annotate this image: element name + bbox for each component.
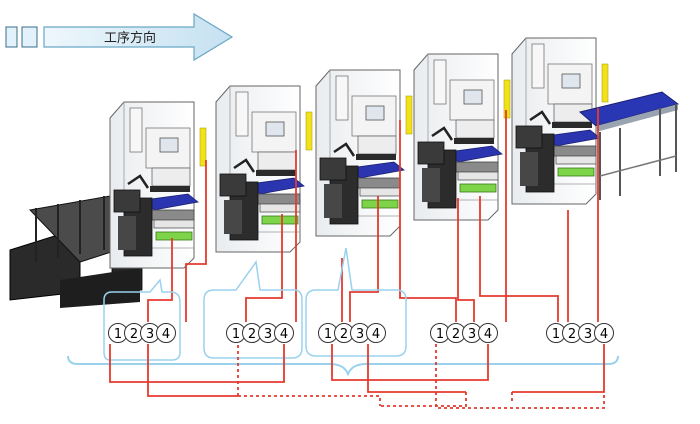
port-circle	[366, 323, 386, 343]
port-label: 2	[452, 327, 460, 342]
port-label: 3	[584, 327, 592, 342]
port-circle	[594, 323, 614, 343]
port-label: 3	[146, 327, 154, 342]
link-bubbles	[103, 247, 407, 361]
port-label: 4	[484, 327, 492, 342]
arrow-right-icon	[43, 12, 234, 62]
press-station-3	[314, 68, 414, 238]
legend-icons	[5, 26, 38, 48]
legend-box-icon	[21, 26, 38, 48]
port-circle	[156, 323, 176, 343]
port-group-4: 1 2 3 4	[430, 323, 498, 343]
press-station-4	[412, 52, 512, 222]
port-group-5: 1 2 3 4	[546, 323, 614, 343]
port-circle	[478, 323, 498, 343]
port-label: 2	[248, 327, 256, 342]
port-group-1: 1 2 3 4	[108, 323, 176, 343]
port-label: 3	[264, 327, 272, 342]
port-label: 3	[468, 327, 476, 342]
port-group-3: 1 2 3 4	[318, 323, 386, 343]
direction-label: 工序方向	[104, 30, 156, 46]
output-conveyor	[578, 91, 680, 200]
port-label: 3	[356, 327, 364, 342]
port-label: 4	[280, 327, 288, 342]
port-label: 1	[436, 327, 444, 342]
process-direction-arrow: 工序方向	[43, 12, 234, 62]
port-circle	[274, 323, 294, 343]
port-label: 1	[552, 327, 560, 342]
press-station-1	[108, 100, 208, 270]
port-label: 4	[372, 327, 380, 342]
signal-wiring	[147, 108, 599, 322]
port-label: 1	[114, 327, 122, 342]
return-wiring-dashed	[237, 344, 605, 409]
port-label: 1	[324, 327, 332, 342]
port-label: 2	[130, 327, 138, 342]
group-brace	[67, 355, 619, 377]
legend-box-icon	[5, 26, 18, 48]
port-label: 2	[568, 327, 576, 342]
port-label: 1	[232, 327, 240, 342]
return-wiring	[109, 344, 605, 397]
port-label: 2	[340, 327, 348, 342]
port-label: 4	[162, 327, 170, 342]
port-group-2: 1 2 3 4	[226, 323, 294, 343]
press-station-2	[214, 84, 314, 254]
port-label: 4	[600, 327, 608, 342]
